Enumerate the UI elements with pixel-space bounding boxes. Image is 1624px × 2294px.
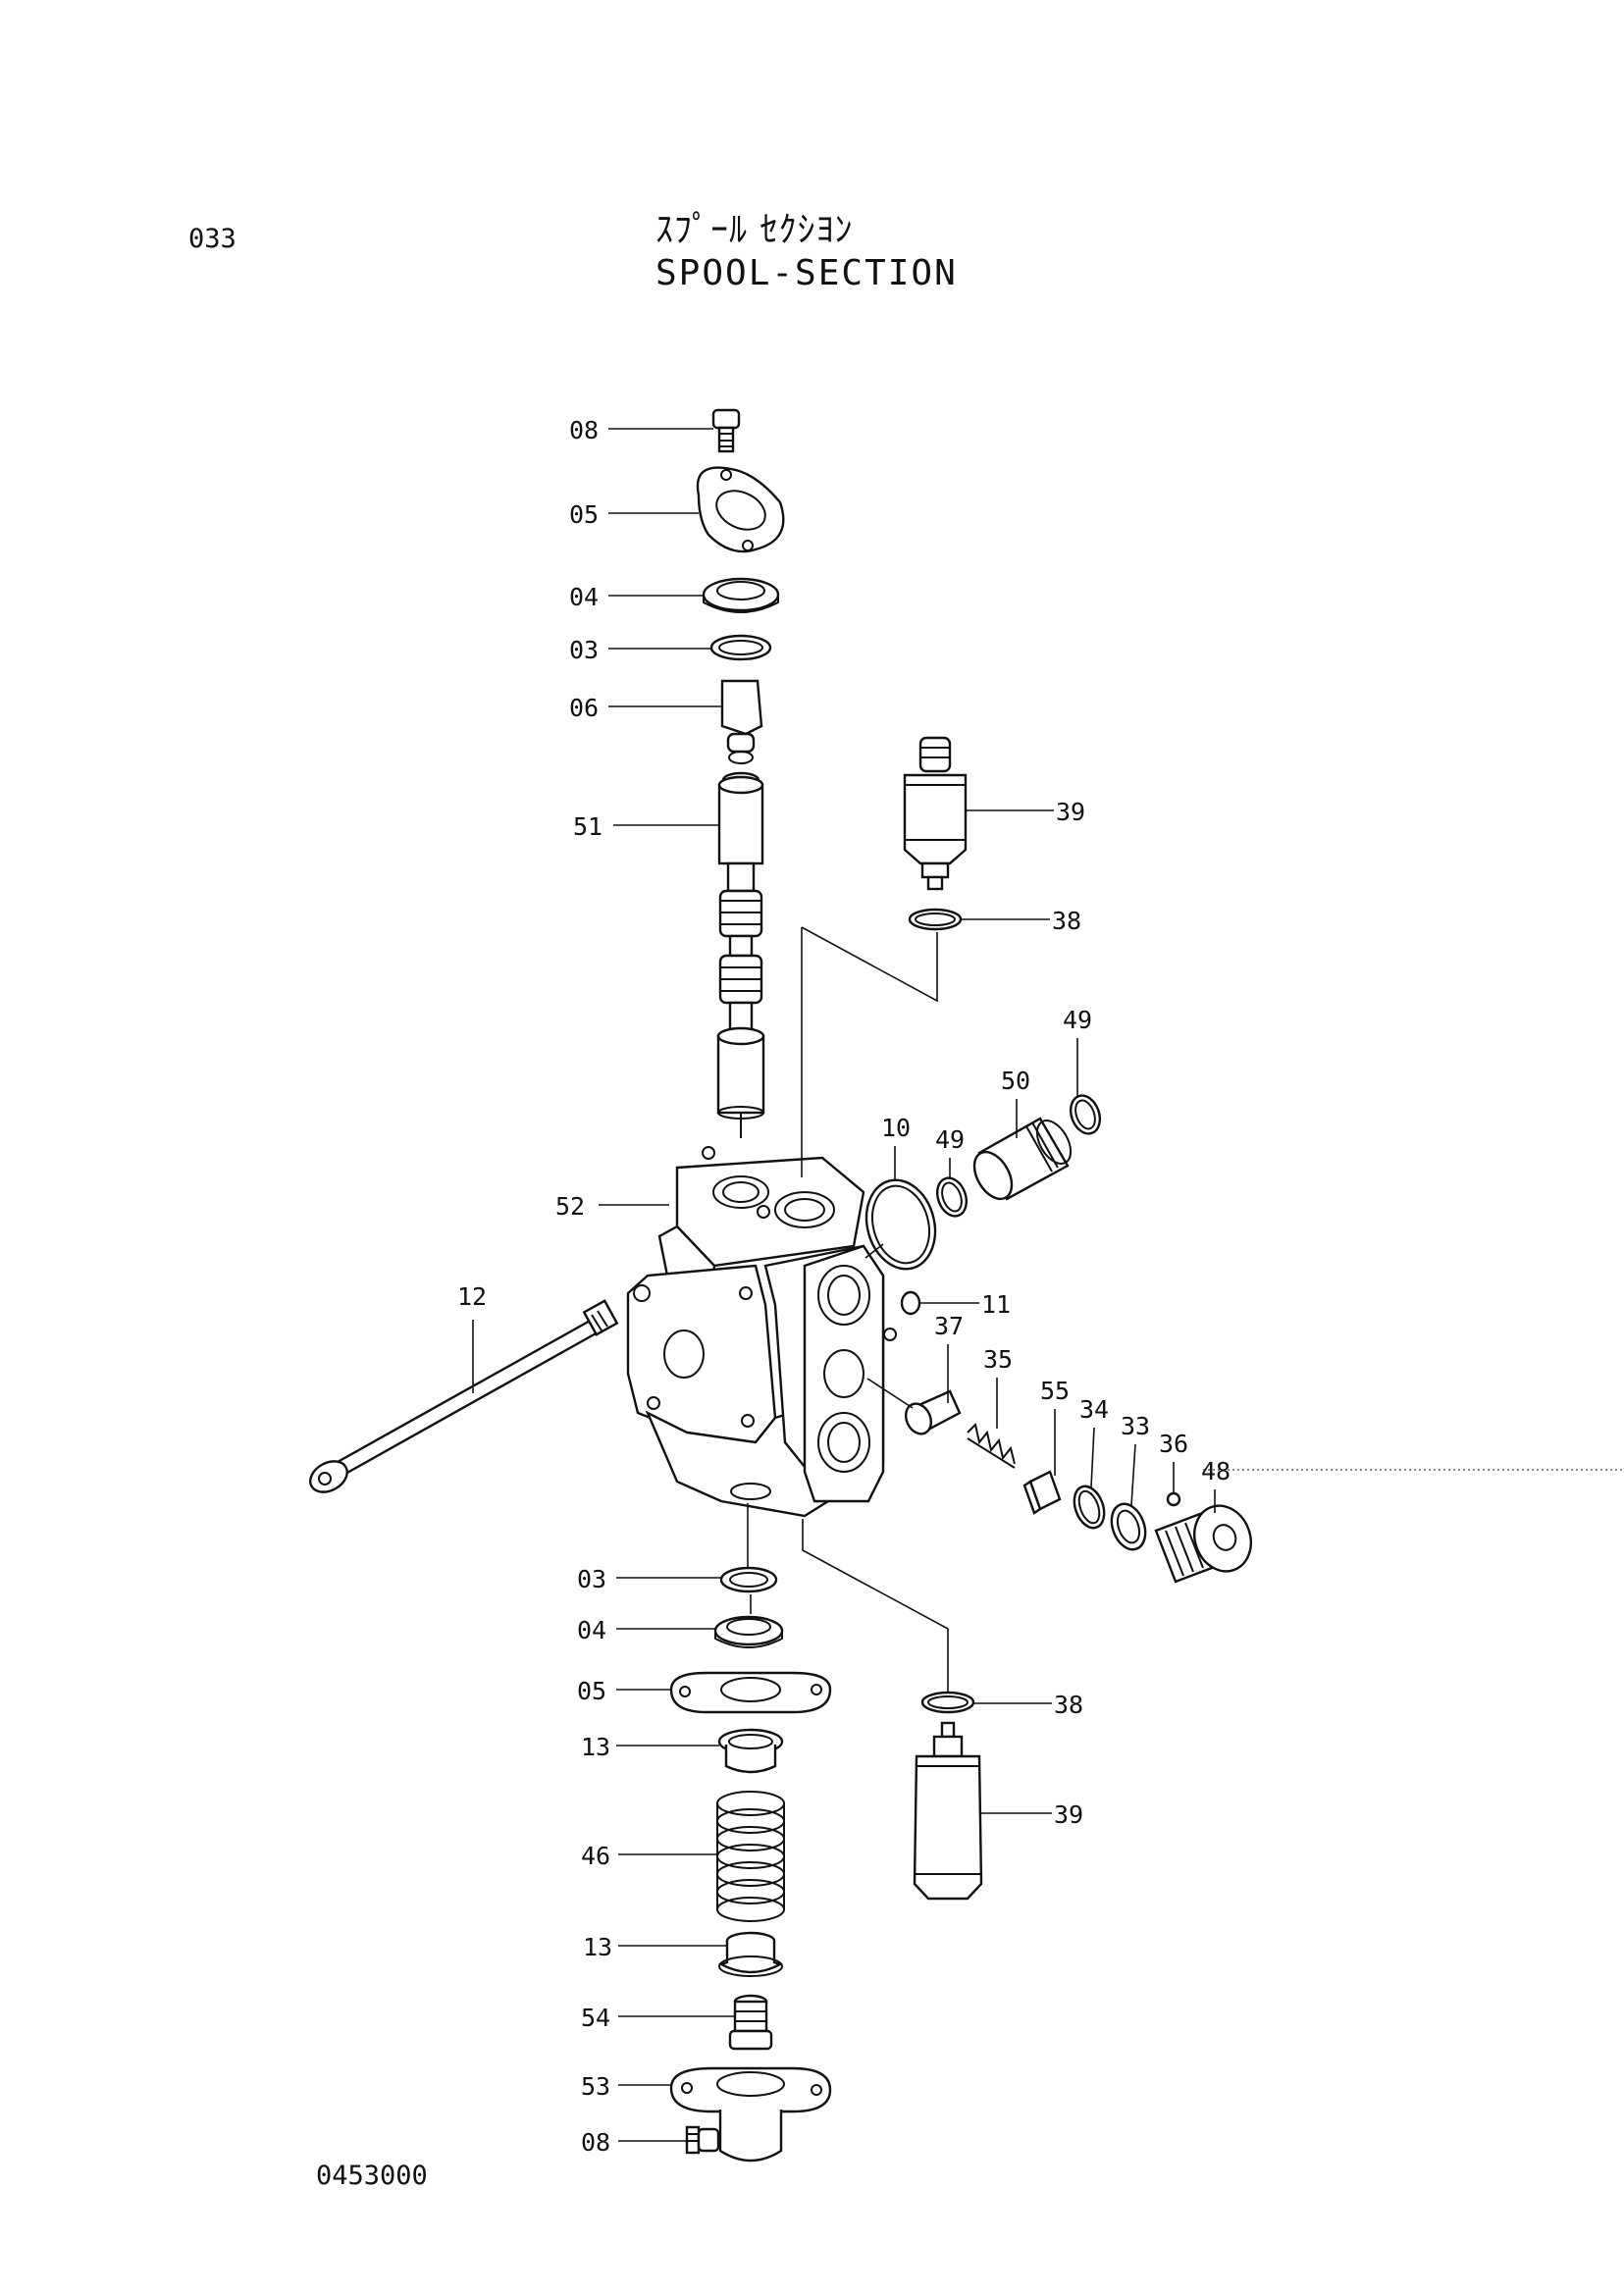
part-36-ball	[1166, 1491, 1181, 1507]
part-38-oring-lower	[920, 1691, 975, 1714]
part-05-bottom-flange	[669, 1671, 832, 1714]
callout-38-upper: 38	[1052, 907, 1081, 935]
callout-54: 54	[581, 2004, 610, 2032]
callout-13-upper: 13	[581, 1733, 610, 1761]
leader-lines	[472, 428, 1216, 2142]
part-55-spacer	[1022, 1470, 1062, 1515]
callout-33: 33	[1121, 1412, 1150, 1440]
part-03-bottom-oring	[719, 1566, 778, 1593]
callout-10: 10	[881, 1114, 911, 1142]
callout-08-bottom: 08	[581, 2128, 610, 2157]
part-34-ring	[1073, 1485, 1106, 1530]
part-48-plug	[1154, 1504, 1252, 1584]
callout-04-top: 04	[569, 583, 599, 611]
callout-38-lower: 38	[1054, 1691, 1083, 1719]
callout-05-bottom: 05	[577, 1677, 606, 1705]
callout-34: 34	[1079, 1395, 1109, 1424]
callout-53: 53	[581, 2072, 610, 2101]
part-51-spool	[716, 771, 765, 1138]
callout-03-top: 03	[569, 636, 599, 664]
part-13-lower-spring-seat	[717, 1931, 784, 1977]
part-03-top-oring	[709, 634, 772, 661]
callout-49-left: 49	[935, 1125, 965, 1154]
callout-50: 50	[1001, 1067, 1030, 1095]
part-05-top-flange	[696, 466, 785, 553]
page-number: 033	[188, 224, 236, 254]
part-49-ring-right	[1069, 1094, 1102, 1135]
callout-03-bottom: 03	[577, 1565, 606, 1593]
part-38-oring-upper	[908, 908, 963, 931]
callout-11: 11	[981, 1290, 1011, 1319]
callout-12: 12	[457, 1282, 487, 1311]
callout-labels: 08 05 04 03 06 51 52 12 39 38 49 50 49 1…	[457, 416, 1231, 2157]
assembly-axis-lines	[747, 926, 1624, 1693]
callout-37: 37	[934, 1312, 964, 1340]
part-04-top-seal	[702, 577, 780, 613]
title-english: SPOOL-SECTION	[655, 253, 958, 293]
part-39-relief-valve-upper	[903, 736, 968, 891]
part-04-bottom-seal	[713, 1615, 784, 1648]
part-37-poppet	[904, 1389, 962, 1435]
callout-05-top: 05	[569, 500, 599, 529]
callout-39-upper: 39	[1056, 798, 1085, 826]
callout-52: 52	[555, 1192, 585, 1221]
callout-06: 06	[569, 694, 599, 722]
part-39-relief-valve-lower	[913, 1721, 983, 1901]
callout-49-right: 49	[1063, 1006, 1092, 1034]
callout-51: 51	[573, 812, 602, 841]
part-46-spring	[716, 1791, 785, 1922]
title-japanese: ｽﾌﾟｰﾙ ｾｸｼﾖﾝ	[655, 210, 854, 250]
callout-46: 46	[581, 1842, 610, 1870]
callout-55: 55	[1040, 1377, 1070, 1405]
part-49-ring-left	[935, 1176, 969, 1218]
part-08-bottom-bolt	[685, 2125, 720, 2155]
part-11-small-oring	[900, 1290, 921, 1316]
callout-39-lower: 39	[1054, 1800, 1083, 1829]
part-35-spring	[967, 1423, 1016, 1469]
callout-04-bottom: 04	[577, 1616, 606, 1644]
part-12-tie-bolt	[309, 1299, 619, 1493]
part-33-ring	[1110, 1502, 1147, 1551]
callout-08-top: 08	[569, 416, 599, 444]
part-08-top-bolt	[711, 408, 741, 453]
part-54-stopper	[728, 1994, 773, 2051]
part-10-oring	[864, 1178, 937, 1271]
part-53-cap	[669, 2066, 832, 2163]
callout-13-lower: 13	[583, 1933, 612, 1961]
part-50-sleeve	[972, 1117, 1073, 1201]
part-13-upper-spring-seat	[717, 1728, 784, 1774]
part-52-valve-body	[626, 1146, 897, 1518]
part-06-spool-end	[720, 679, 763, 764]
drawing-number: 0453000	[316, 2161, 428, 2191]
callout-35: 35	[983, 1345, 1013, 1374]
callout-48: 48	[1201, 1457, 1231, 1486]
callout-36: 36	[1159, 1430, 1188, 1458]
